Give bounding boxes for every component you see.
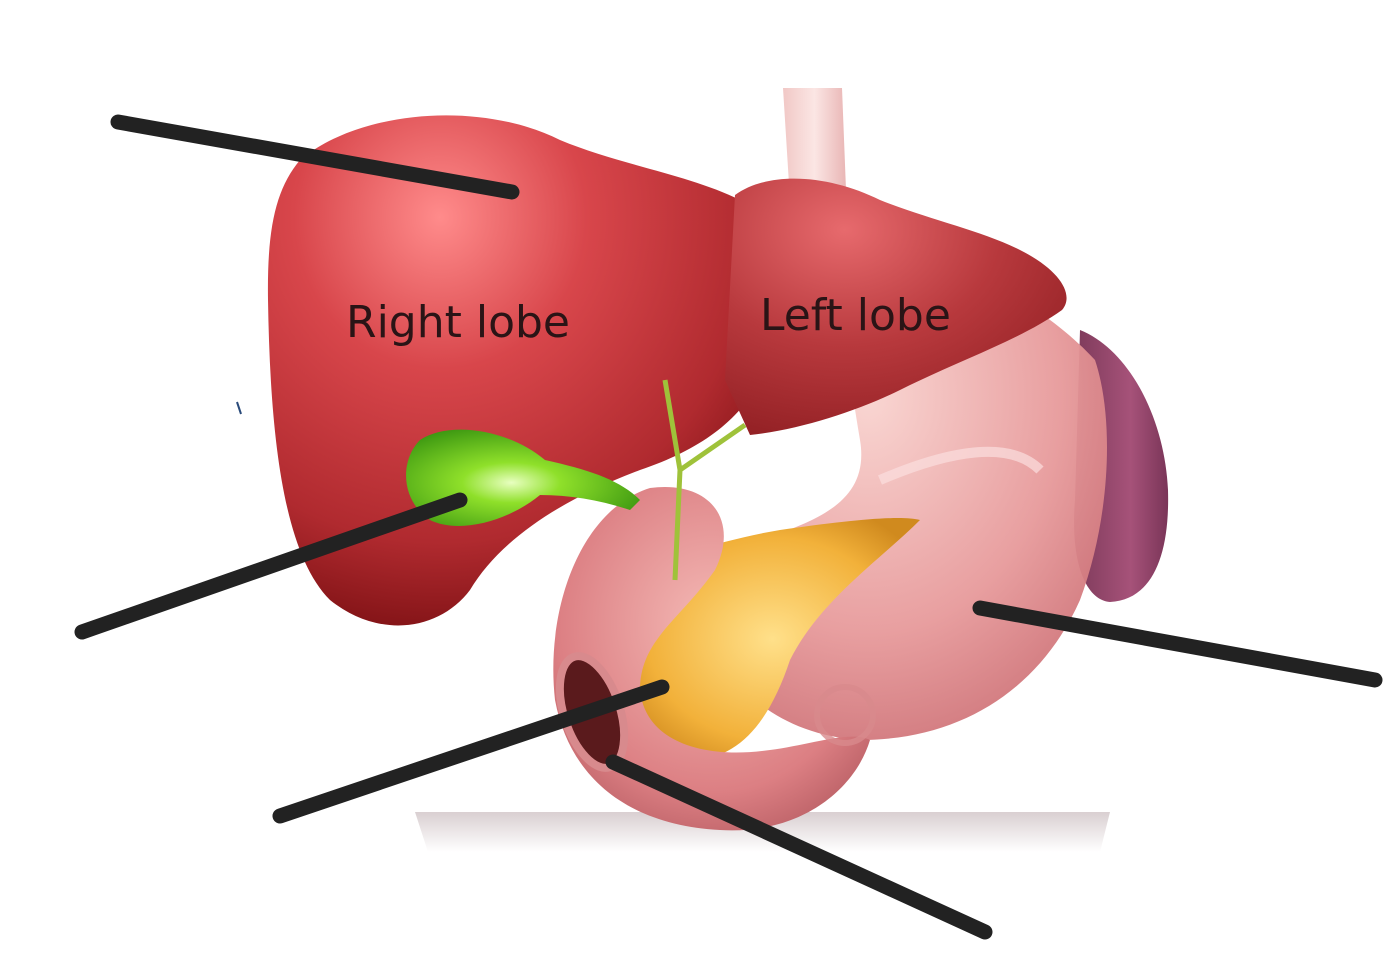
right-lobe-label: Right lobe	[346, 297, 570, 348]
liver-left-lobe	[725, 178, 1067, 436]
left-lobe-label: Left lobe	[760, 290, 951, 341]
pointer-line-pancreas	[272, 679, 670, 824]
pointer-line-stomach	[972, 600, 1383, 688]
pointer-line-liver	[110, 114, 520, 200]
bile-duct	[662, 379, 747, 581]
stomach-highlight	[878, 446, 1044, 485]
pointer-line-duodenum	[605, 754, 993, 940]
liver-right-lobe	[267, 115, 760, 626]
esophagus	[783, 88, 846, 200]
duodenum	[553, 486, 870, 831]
stray-mark	[236, 401, 242, 415]
stomach-ring	[814, 684, 876, 746]
pointer-line-gallbladder	[74, 492, 468, 640]
